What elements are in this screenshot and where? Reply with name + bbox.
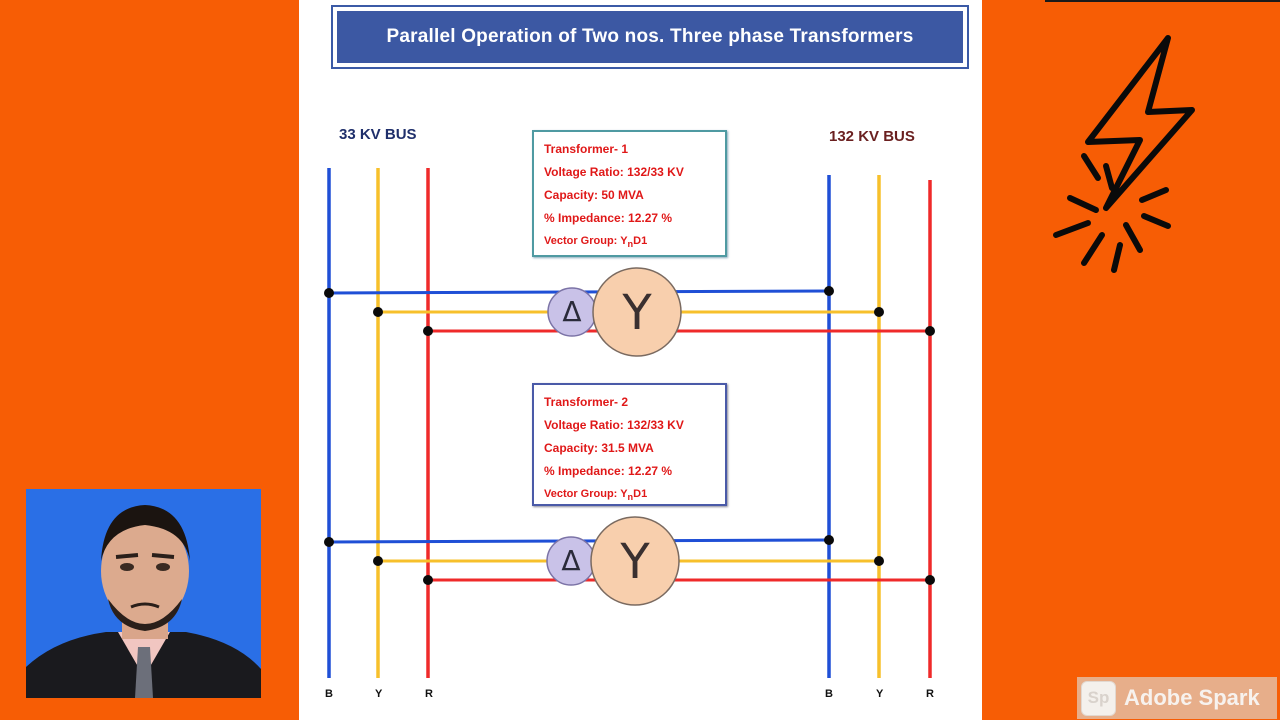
slide: Parallel Operation of Two nos. Three pha… bbox=[299, 0, 982, 720]
t1-vector-group: Vector Group: YnD1 bbox=[544, 235, 648, 250]
t2-vector-group: Vector Group: YnD1 bbox=[544, 488, 648, 503]
bus-label-132kv: 132 KV BUS bbox=[829, 128, 915, 145]
t2-junction-5 bbox=[925, 575, 935, 585]
single-line-diagram: Δ Y Δ Y bbox=[324, 168, 935, 678]
adobe-spark-text: Adobe Spark bbox=[1124, 685, 1260, 710]
t1-capacity: Capacity: 50 MVA bbox=[544, 188, 644, 202]
t2-name: Transformer- 2 bbox=[544, 395, 629, 409]
t1-junction-5 bbox=[925, 326, 935, 336]
adobe-spark-logo-icon: Sp bbox=[1081, 680, 1116, 716]
t1-name: Transformer- 1 bbox=[544, 142, 629, 156]
t1-junction-2 bbox=[423, 326, 433, 336]
t2-delta-symbol: Δ bbox=[561, 544, 580, 577]
title-frame: Parallel Operation of Two nos. Three pha… bbox=[331, 5, 969, 69]
top-rule bbox=[1045, 0, 1280, 2]
t2-voltage-ratio: Voltage Ratio: 132/33 KV bbox=[544, 418, 684, 432]
t2-junction-1 bbox=[373, 556, 383, 566]
t1-impedance: % Impedance: 12.27 % bbox=[544, 211, 673, 225]
t1-junction-4 bbox=[874, 307, 884, 317]
t1-junction-1 bbox=[373, 307, 383, 317]
t2-wye-symbol: Y bbox=[619, 534, 650, 590]
bus-label-33kv: 33 KV BUS bbox=[339, 126, 417, 143]
phase-label-right-y: Y bbox=[876, 688, 884, 700]
adobe-spark-watermark: Sp Adobe Spark bbox=[1077, 677, 1277, 719]
transformer-1-info: Transformer- 1 Voltage Ratio: 132/33 KV … bbox=[532, 130, 727, 257]
phase-label-right-b: B bbox=[825, 688, 833, 700]
t1-junction-3 bbox=[824, 286, 834, 296]
phase-label-left-y: Y bbox=[375, 688, 383, 700]
t1-voltage-ratio: Voltage Ratio: 132/33 KV bbox=[544, 165, 684, 179]
t1-wye-symbol: Y bbox=[621, 285, 652, 341]
phase-label-left-r: R bbox=[425, 688, 433, 700]
slide-title: Parallel Operation of Two nos. Three pha… bbox=[337, 11, 963, 63]
phase-label-right-r: R bbox=[926, 688, 934, 700]
phase-label-left-b: B bbox=[325, 688, 333, 700]
presenter-portrait bbox=[26, 489, 261, 698]
lightning-bolt-icon bbox=[1053, 35, 1195, 273]
t2-wye-winding bbox=[590, 516, 680, 606]
t1-delta-symbol: Δ bbox=[562, 295, 581, 328]
t1-junction-0 bbox=[324, 288, 334, 298]
t1-wye-winding bbox=[592, 267, 682, 357]
t2-junction-2 bbox=[423, 575, 433, 585]
t2-junction-4 bbox=[874, 556, 884, 566]
t2-junction-0 bbox=[324, 537, 334, 547]
transformer-2-info: Transformer- 2 Voltage Ratio: 132/33 KV … bbox=[532, 383, 727, 506]
t2-capacity: Capacity: 31.5 MVA bbox=[544, 441, 654, 455]
presenter-photo bbox=[26, 489, 261, 698]
t2-impedance: % Impedance: 12.27 % bbox=[544, 464, 673, 478]
t2-junction-3 bbox=[824, 535, 834, 545]
